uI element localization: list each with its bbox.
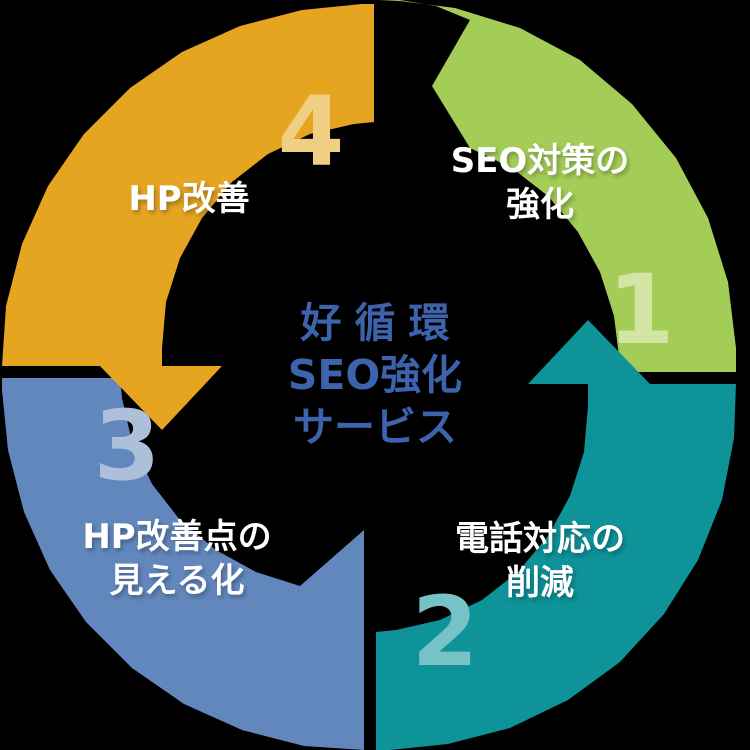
center-line-1: 好循環 xyxy=(300,298,463,347)
segment-3-shape[interactable] xyxy=(2,378,364,750)
center-hub: 好循環 SEO強化 サービス xyxy=(245,245,505,505)
segment-2-shape[interactable] xyxy=(376,320,736,750)
segment-4-shape[interactable] xyxy=(2,4,374,430)
center-line-2: SEO強化 xyxy=(287,350,463,399)
center-line-3: サービス xyxy=(293,403,457,452)
segment-1-shape[interactable] xyxy=(378,0,736,372)
